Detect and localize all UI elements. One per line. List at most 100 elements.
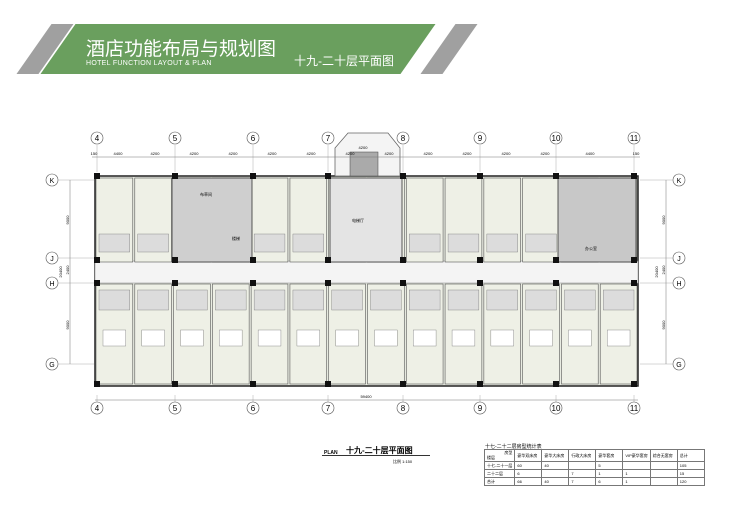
structural-column [631,381,637,387]
structural-column [250,280,256,286]
axis-label-10: 10 [552,134,561,143]
bathroom [137,289,169,311]
axis-label-8: 8 [401,404,406,413]
axis-bubble [168,131,182,145]
structural-column [325,381,331,387]
bathroom [370,289,402,311]
table-cell [541,469,570,478]
bathroom [176,289,208,311]
axis-label-8: 8 [401,134,406,143]
dimension-text: 4200 [541,151,551,156]
axis-label-K: K [50,178,55,185]
dimension-text: 4200 [346,151,356,156]
bed [180,329,204,347]
structural-column [325,280,331,286]
axis-label-4: 4 [95,134,100,143]
dimension-text: 150 [633,151,640,156]
table-cell: 40 [541,477,570,486]
axis-bubble [473,131,487,145]
axis-bubble [246,131,260,145]
structural-column [94,280,100,286]
structural-column [172,280,178,286]
axis-label-J: J [677,256,681,263]
corridor [94,260,639,284]
axis-bubble [396,131,410,145]
bathroom [525,289,557,311]
axis-label-10: 10 [552,404,561,413]
bed [413,329,437,347]
structural-column [400,257,406,263]
dimension-text: 2400 [661,265,666,275]
structural-column [477,257,483,263]
bathroom [409,289,441,311]
bathroom [409,233,441,253]
table-cell: 1 [595,469,624,478]
structural-column [325,173,331,179]
header-title-en: HOTEL FUNCTION LAYOUT & PLAN [86,60,212,67]
table-cell: 5 [595,461,624,470]
bathroom [253,233,286,253]
dimension-text: 9000 [65,320,70,330]
table-cell [649,469,678,478]
bed [141,329,165,347]
bathroom [98,233,130,253]
dimension-text: 4200 [151,151,161,156]
axis-bubble [168,401,182,415]
dimension-text: 4200 [385,151,395,156]
axis-label-H: H [676,281,681,288]
axis-label-9: 9 [478,404,483,413]
table-cell: 7 [568,469,597,478]
axis-label-11: 11 [630,404,639,413]
axis-bubble [90,401,104,415]
axis-label-5: 5 [173,404,178,413]
core-dim: 4200 [359,145,369,150]
stats-table: 房型楼层 豪华双床房 豪华大床房 行政大床房 豪华套房 VIP豪华套房 综合无套… [483,449,705,486]
structural-column [400,173,406,179]
structural-column [477,280,483,286]
elevator-hall [329,177,403,263]
axis-label-6: 6 [251,404,256,413]
dimension-text: 2400 [65,265,70,275]
total-width: 59400 [360,394,372,399]
bathroom [525,233,557,253]
table-cell: 7 [568,477,597,486]
table-cell: 120 [676,477,705,486]
bed [257,329,282,347]
structural-column [172,173,178,179]
bathroom [447,233,480,253]
plan-title: 十九-二十层平面图 [346,446,413,455]
table-cell: 1 [622,477,651,486]
axis-label-7: 7 [326,134,331,143]
bed [451,329,476,347]
floor-cell: 二十二层 [483,469,516,478]
header-cell: 豪华双床房 [514,449,543,462]
bed [568,329,592,347]
bathroom [292,233,324,253]
plan-title-underline [322,455,430,456]
bathroom [447,289,480,311]
bathroom [331,289,363,311]
table-cell [649,477,678,486]
axis-label-4: 4 [95,404,100,413]
axis-label-6: 6 [251,134,256,143]
header-cell: 豪华套房 [595,449,624,462]
floor-cell: 十七-二十一层 [483,461,516,470]
table-cell [568,461,597,470]
dimension-text: 4200 [190,151,200,156]
structural-column [250,257,256,263]
bathroom [564,289,596,311]
structural-column [250,381,256,387]
table-header-row: 房型楼层 豪华双床房 豪华大床房 行政大床房 豪华套房 VIP豪华套房 综合无套… [483,449,705,462]
axis-label-K: K [677,178,682,185]
plan-scale: 比例 1:150 [393,459,413,464]
structural-column [477,381,483,387]
dimension-text: 150 [91,151,98,156]
structural-column [631,173,637,179]
table-cell: 1 [622,469,651,478]
structural-column [553,381,559,387]
structural-column [400,280,406,286]
axis-bubble [627,131,641,145]
